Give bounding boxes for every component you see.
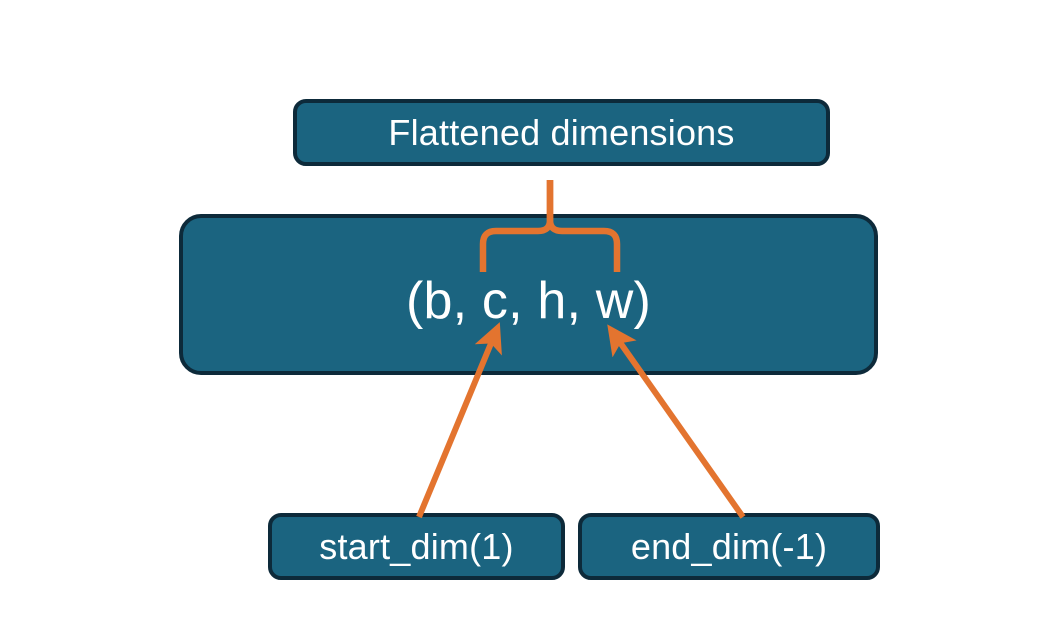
tensor-shape-box[interactable]: (b, c, h, w) bbox=[179, 214, 878, 375]
end-dim-box[interactable]: end_dim(-1) bbox=[578, 513, 880, 580]
flattened-dimensions-label: Flattened dimensions bbox=[388, 111, 735, 153]
tensor-shape-label: (b, c, h, w) bbox=[405, 271, 652, 330]
start-dim-label: start_dim(1) bbox=[319, 525, 514, 567]
start-dim-box[interactable]: start_dim(1) bbox=[268, 513, 565, 580]
end-dim-label: end_dim(-1) bbox=[630, 525, 828, 567]
flattened-dimensions-box[interactable]: Flattened dimensions bbox=[293, 99, 830, 166]
